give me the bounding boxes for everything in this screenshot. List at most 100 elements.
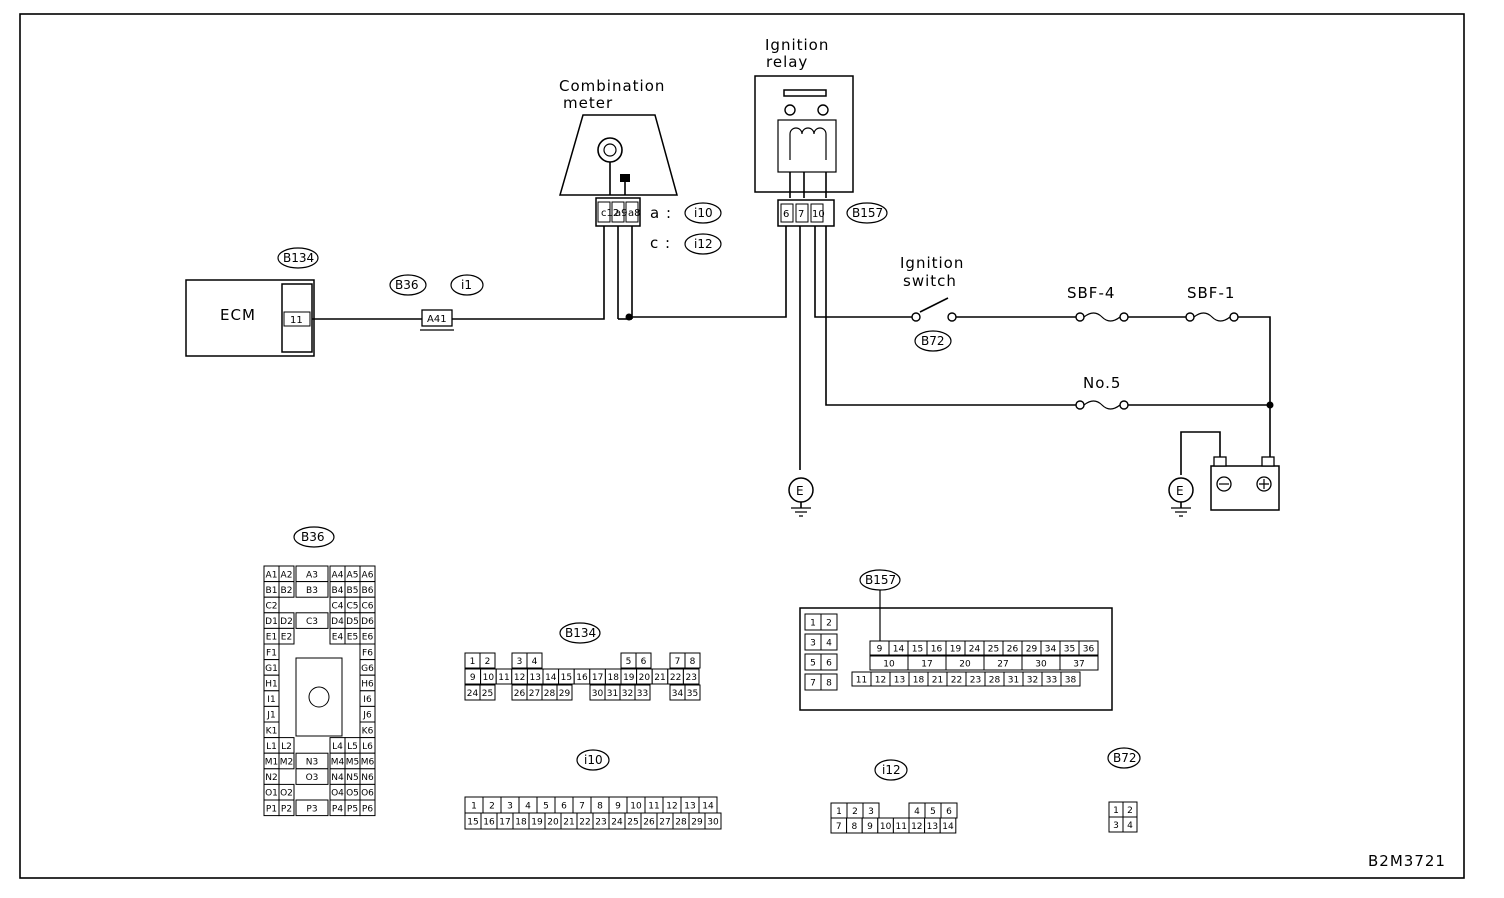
- b157-pin-cell: [820, 613, 838, 631]
- connector-view-b134-tag: B134: [565, 626, 596, 640]
- b36-pin-label: B2: [281, 586, 293, 596]
- i10-pin-label: 29: [691, 818, 703, 828]
- i10-pin-label: 25: [627, 818, 638, 828]
- fuse-no-5: No.5: [1075, 374, 1129, 410]
- b157-pin-label: 14: [893, 645, 905, 655]
- b157-pin-label: 35: [1064, 645, 1075, 655]
- b134-pin-label: 2: [485, 657, 491, 667]
- b36-pin-label: M4: [331, 758, 345, 768]
- ignition-switch-label-1: Ignition: [900, 254, 964, 272]
- b36-center-hole: [308, 686, 330, 708]
- b36-pin-label: M2: [280, 758, 294, 768]
- b36-pin-label: M5: [346, 758, 360, 768]
- b36-pin-label: A6: [362, 570, 374, 580]
- i10-pin-label: 11: [648, 802, 659, 812]
- b134-pin-label: 30: [592, 689, 604, 699]
- combination-meter: Combination meter c12 a9 a8 a : c :: [559, 77, 678, 252]
- tag-b72-switch: B72: [914, 330, 952, 352]
- b134-pin-cell: [684, 684, 701, 701]
- meter-connector-c: c :: [650, 234, 671, 252]
- b36-pin-label: O6: [361, 789, 374, 799]
- i10-pin-label: 12: [666, 802, 677, 812]
- b157-pin-label: 9: [877, 645, 883, 655]
- b157-pin-label: 12: [875, 676, 886, 686]
- b157-pin-label: 7: [810, 679, 816, 689]
- tag-b134-top: B134: [277, 247, 319, 269]
- b134-pin-label: 28: [544, 689, 556, 699]
- b157-pin-label: 16: [931, 645, 943, 655]
- b36-pin-label: P4: [332, 804, 343, 814]
- b36-pin-label: A5: [347, 570, 359, 580]
- b157-pin-label: 13: [894, 676, 905, 686]
- i10-pin-label: 22: [579, 818, 590, 828]
- b157-pin-label: 3: [810, 639, 816, 649]
- b134-pin-label: 23: [685, 673, 696, 683]
- i12-pin-label: 11: [895, 822, 906, 832]
- b134-pin-label: 15: [561, 673, 572, 683]
- i10-pin-label: 27: [659, 818, 670, 828]
- b36-pin-cell: [295, 799, 329, 817]
- svg-text:i10: i10: [694, 206, 713, 220]
- b157-pin-label: 18: [913, 676, 925, 686]
- tag-i10-top: i10: [684, 202, 722, 224]
- i10-pin-label: 6: [561, 802, 567, 812]
- b36-pin-cell: [295, 768, 329, 785]
- i10-pin-label: 26: [643, 818, 655, 828]
- b134-pin-label: 34: [672, 689, 684, 699]
- b36-pin-label: K6: [362, 726, 374, 736]
- b134-pin-label: 3: [517, 657, 523, 667]
- i10-pin-label: 15: [467, 818, 478, 828]
- b157-pin-label: 21: [932, 676, 943, 686]
- b36-pin-label: E2: [281, 633, 292, 643]
- b36-pin-label: A1: [266, 570, 278, 580]
- i10-pin-label: 7: [579, 802, 585, 812]
- b157-pin-label: 37: [1073, 660, 1084, 670]
- b36-pin-label: P2: [281, 804, 292, 814]
- b36-pin-label: N4: [331, 773, 344, 783]
- tag-b36-wire: B36: [389, 274, 427, 296]
- b157-pin-cell: [820, 673, 838, 691]
- fuse-no-5-label: No.5: [1083, 374, 1121, 392]
- b157-pin-label: 4: [826, 639, 832, 649]
- i12-pin-label: 4: [914, 807, 920, 817]
- i10-pin-label: 30: [707, 818, 719, 828]
- ground-symbol-battery: E: [1168, 477, 1194, 517]
- combination-meter-label-1: Combination: [559, 77, 665, 95]
- i10-pin-label: 3: [507, 802, 513, 812]
- b157-pin-cell: [820, 653, 838, 671]
- i10-pin-label: 17: [499, 818, 510, 828]
- b36-pin-label: H6: [361, 680, 374, 690]
- b36-pin-label: P3: [306, 804, 317, 814]
- b157-pin-label: 10: [883, 660, 895, 670]
- b36-pin-label: I1: [267, 695, 275, 705]
- b157-pin-label: 2: [826, 619, 832, 629]
- b36-pin-label: A3: [306, 570, 318, 580]
- svg-text:10: 10: [812, 209, 825, 220]
- b36-pin-label: N3: [306, 758, 318, 768]
- b36-pin-label: M6: [361, 758, 375, 768]
- battery: [1210, 456, 1280, 511]
- b157-pin-label: 1: [810, 619, 816, 629]
- b134-pin-label: 29: [559, 689, 571, 699]
- b36-pin-label: L6: [362, 742, 373, 752]
- b134-pin-label: 10: [483, 673, 495, 683]
- b36-pin-label: E4: [332, 633, 344, 643]
- b157-pin-label: 19: [950, 645, 962, 655]
- b36-pin-label: D5: [346, 617, 359, 627]
- i10-pin-label: 16: [483, 818, 495, 828]
- b36-pin-label: B6: [362, 586, 374, 596]
- b36-pin-cell: [278, 799, 295, 817]
- ground-symbol-relay: E: [788, 477, 814, 517]
- ecm-unit: ECM 11: [185, 279, 315, 357]
- i12-pin-label: 7: [836, 822, 842, 832]
- tag-i1: i1: [450, 274, 484, 296]
- b36-pin-label: P1: [266, 804, 277, 814]
- b36-pin-label: M1: [265, 758, 279, 768]
- b157-pin-label: 29: [1026, 645, 1038, 655]
- b36-pin-label: D2: [280, 617, 293, 627]
- connector-view-b157-tag: B157: [865, 573, 896, 587]
